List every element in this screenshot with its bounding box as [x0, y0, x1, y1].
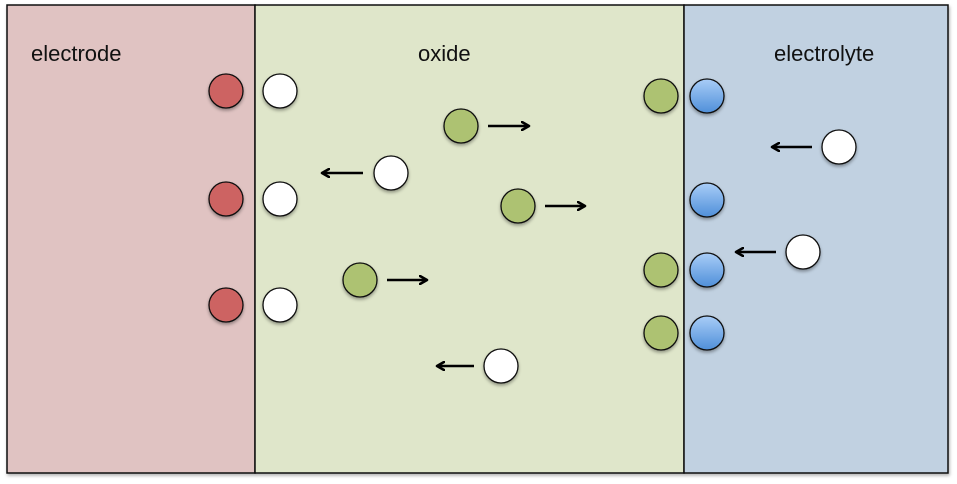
- green-particle: [643, 78, 679, 114]
- green-particle: [643, 252, 679, 288]
- arrows: [323, 126, 812, 366]
- moving-green-particle: [342, 262, 378, 298]
- blue-particle: [689, 315, 725, 351]
- particles: [208, 73, 857, 384]
- blue-particle: [689, 252, 725, 288]
- moving-white-particle: [785, 234, 821, 270]
- red-particle: [208, 181, 244, 217]
- oxide-region: [254, 4, 685, 474]
- moving-white-particle: [373, 155, 409, 191]
- red-particle: [208, 287, 244, 323]
- blue-particle: [689, 182, 725, 218]
- moving-green-particle: [443, 108, 479, 144]
- white-particle: [262, 181, 298, 217]
- moving-green-particle: [500, 188, 536, 224]
- green-particle: [643, 315, 679, 351]
- electrode-label: electrode: [31, 41, 122, 66]
- electrode-region: [6, 4, 256, 474]
- electrolyte-label: electrolyte: [774, 41, 874, 66]
- red-particle: [208, 73, 244, 109]
- white-particle: [262, 287, 298, 323]
- electrolyte-region: [683, 4, 949, 474]
- blue-particle: [689, 78, 725, 114]
- white-particle: [262, 73, 298, 109]
- moving-white-particle: [483, 348, 519, 384]
- oxide-label: oxide: [418, 41, 471, 66]
- moving-white-particle: [821, 129, 857, 165]
